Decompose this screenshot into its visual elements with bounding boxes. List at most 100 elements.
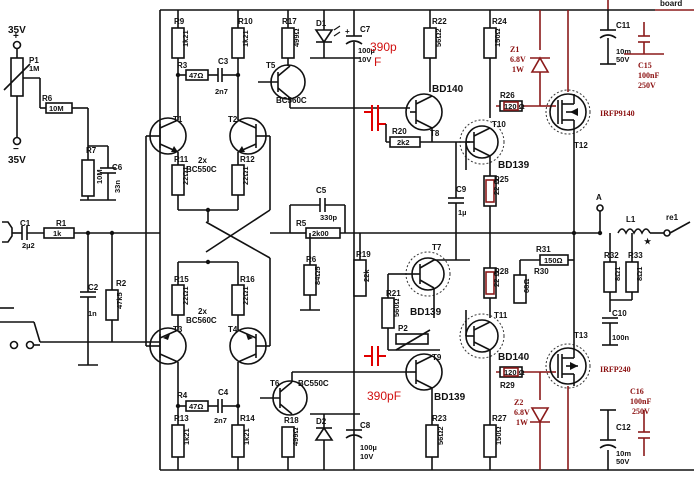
c8-voltage: 10V	[360, 452, 373, 461]
z2-label: Z2	[514, 398, 523, 407]
p1-label: P1	[29, 56, 39, 65]
r17-value: 499Ω	[292, 28, 301, 47]
c5-value: 330p	[320, 213, 338, 222]
t9-type: BD139	[434, 392, 466, 403]
c15-value: 100nF	[638, 71, 659, 80]
r12-label: R12	[240, 155, 255, 164]
t7-label: T7	[432, 243, 442, 252]
t6-type: BC550C	[298, 379, 329, 388]
p2-label: P2	[398, 324, 408, 333]
r28-label: R28	[494, 267, 509, 276]
annotation-top-cap-unit: F	[374, 55, 381, 69]
t13-label: T13	[574, 331, 588, 340]
board-label: board	[660, 0, 682, 8]
c12-voltage: 50V	[616, 457, 629, 466]
r18-value: 499Ω	[291, 427, 300, 446]
r3-value: 47Ω	[189, 71, 203, 80]
r15-label: R15	[174, 275, 189, 284]
r20-value: 2k2	[397, 138, 410, 147]
d1-label: D1	[316, 19, 327, 28]
r3-label: R3	[177, 61, 188, 70]
relay-star: ★	[644, 237, 652, 246]
r21-label: R21	[386, 289, 401, 298]
t12-type: IRFP9140	[600, 109, 635, 118]
c2-value: 1n	[88, 309, 97, 318]
supply-decoupling: C11 10m 50V C15 100nF 250V board C12 10m…	[599, 0, 694, 471]
r1-value: 1k	[53, 229, 62, 238]
d2-label: D2	[316, 417, 327, 426]
r28-value: 22 Ω	[492, 271, 501, 287]
r32-label: R32	[604, 251, 619, 260]
t3-label: T3	[173, 325, 183, 334]
z1-power: 1W	[512, 65, 524, 74]
r23-label: R23	[432, 414, 447, 423]
r5-label: R5	[296, 219, 307, 228]
supply-neg-symbol: −	[13, 144, 19, 155]
c6-value: 33n	[113, 180, 122, 193]
r22-value: 56Ω2	[434, 28, 443, 47]
current-sources: R17 499Ω T5 BC560C D1 + C7 100µ 10V 390p…	[258, 10, 410, 470]
c3-label: C3	[218, 57, 229, 66]
r25-value: 22 Ω	[492, 179, 501, 195]
t13-type: IRFP240	[600, 365, 631, 374]
r7-label: R7	[86, 146, 97, 155]
c3-value: 2n7	[215, 87, 228, 96]
r32-value: 8Ω1	[613, 267, 622, 281]
r14-value: 1k21	[242, 428, 251, 445]
l1-label: L1	[626, 215, 636, 224]
r14-label: R14	[240, 414, 255, 423]
pair-top-type: BC550C	[186, 165, 217, 174]
t8-label: T8	[430, 129, 440, 138]
c10-value: 100n	[612, 333, 630, 342]
c16-value: 100nF	[630, 397, 651, 406]
r29-label: R29	[500, 381, 515, 390]
r16-label: R16	[240, 275, 255, 284]
r6-value: 10M	[49, 104, 64, 113]
r2-value: 47k5	[115, 292, 124, 309]
c6-label: C6	[112, 163, 123, 172]
r4-value: 47Ω	[189, 402, 203, 411]
input-pair-top: R9 1k21 R10 1k21 R3 47Ω C3 2n7 T1 T2	[145, 10, 271, 259]
supply-rails	[159, 9, 600, 471]
c8-label: C8	[360, 421, 371, 430]
supply-pos-symbol: +	[13, 31, 19, 42]
r26-value: 120 Ω	[504, 102, 525, 111]
r31-value: 150Ω	[544, 256, 563, 265]
c7-value: 100µ	[358, 46, 375, 55]
r2-label: R2	[116, 279, 127, 288]
r1-label: R1	[56, 219, 67, 228]
pair-bot-count: 2x	[198, 307, 207, 316]
c11-voltage: 50V	[616, 55, 629, 64]
c11-label: C11	[616, 21, 631, 30]
annotation-top-cap: 390p	[370, 40, 397, 54]
r33-value: 8Ω1	[635, 267, 644, 281]
t2-label: T2	[228, 115, 238, 124]
r21-value: 560Ω	[392, 298, 401, 317]
t10-label: T10	[492, 120, 506, 129]
c12-label: C12	[616, 423, 631, 432]
feedback-network: C5 330p R5 2k00 R6 84Ω5	[270, 186, 600, 311]
supply-pos-label: 35V	[8, 25, 26, 36]
z2-power: 1W	[516, 418, 528, 427]
pair-bot-type: BC560C	[186, 316, 217, 325]
t12-label: T12	[574, 141, 588, 150]
r20-label: R20	[392, 127, 407, 136]
pre-output-stage: R24 150Ω R26 120 Ω T10 BD139 R25 22 Ω R2…	[459, 10, 540, 470]
c4-label: C4	[218, 388, 229, 397]
r23-value: 56Ω2	[436, 426, 445, 445]
c8-value: 100µ	[360, 443, 377, 452]
r6b-label: R6	[306, 255, 317, 264]
supply-neg-label: 35V	[8, 155, 26, 166]
r7-value: 10M	[95, 169, 104, 184]
r27-value: 150Ω	[494, 426, 503, 445]
r10-value: 1k21	[241, 30, 250, 47]
r26-label: R26	[500, 91, 515, 100]
r6b-value: 84Ω5	[313, 266, 322, 285]
t7-type: BD139	[410, 307, 442, 318]
t6-label: T6	[270, 379, 280, 388]
c16-voltage: 250V	[632, 407, 650, 416]
t5-label: T5	[266, 61, 276, 70]
c7-voltage: 10V	[358, 55, 371, 64]
t11-type: BD140	[498, 352, 530, 363]
